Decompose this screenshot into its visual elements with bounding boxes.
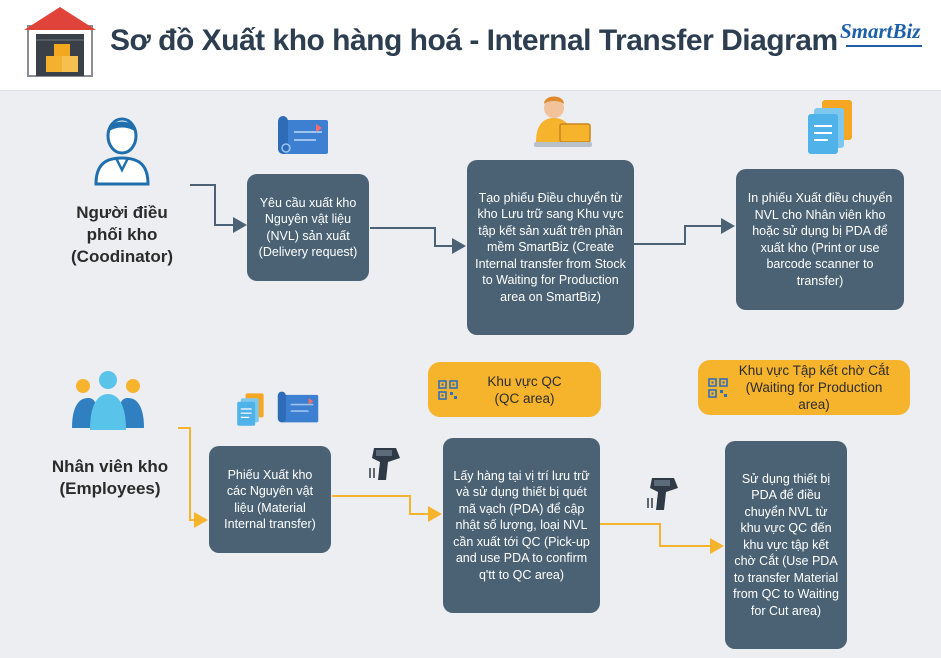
box-material-slip: Phiếu Xuất kho các Nguyên vật liệu (Mate… <box>209 446 331 553</box>
box-move-to-cut: Sử dụng thiết bị PDA để điều chuyển NVL … <box>725 441 847 649</box>
connector-request-to-create <box>370 227 466 254</box>
brand-logo: SmartBiz <box>840 20 930 60</box>
warehouse-icon <box>24 7 96 77</box>
pill-qc-area: Khu vực QC (QC area) <box>428 362 601 417</box>
qr-code-icon <box>708 377 728 398</box>
box-pickup-pda: Lấy hàng tại vị trí lưu trữ và sử dụng t… <box>443 438 600 613</box>
connector-slip-to-pickup <box>332 495 442 522</box>
connector-create-to-print <box>634 218 735 245</box>
box-delivery-request: Yêu cầu xuất kho Nguyên vật liệu (NVL) s… <box>247 174 369 281</box>
pill-qc-area-label: Khu vực QC (QC area) <box>487 373 562 406</box>
pill-waiting-area: Khu vực Tập kết chờ Cắt (Waiting for Pro… <box>698 360 910 415</box>
brand-underline <box>846 45 922 47</box>
document-stack-icon <box>237 393 264 426</box>
page-title: Sơ đồ Xuất kho hàng hoá - Internal Trans… <box>110 24 838 57</box>
header: Sơ đồ Xuất kho hàng hoá - Internal Trans… <box>0 0 941 91</box>
document-stack-icon <box>808 100 852 154</box>
blueprint-icon <box>278 116 328 154</box>
brand-name: SmartBiz <box>840 19 921 43</box>
pill-waiting-area-label: Khu vực Tập kết chờ Cắt (Waiting for Pro… <box>738 363 890 412</box>
staff-laptop-icon <box>534 96 592 147</box>
connector-employees-to-slip <box>178 427 208 528</box>
qr-code-icon <box>438 379 458 400</box>
blueprint-icon <box>277 391 319 423</box>
box-create-internal-transfer: Tạo phiếu Điều chuyển từ kho Lưu trữ san… <box>467 160 634 335</box>
barcode-scanner-icon <box>647 478 678 510</box>
actor-coordinator: Người điều phối kho (Coodinator) <box>71 203 173 266</box>
coordinator-person-icon <box>94 117 150 186</box>
actor-employees: Nhân viên kho (Employees) <box>51 457 169 498</box>
employees-group-icon <box>72 371 144 430</box>
connector-pickup-to-cut <box>600 523 724 554</box>
box-print-transfer: In phiếu Xuất điều chuyển NVL cho Nhân v… <box>736 169 904 310</box>
connector-coordinator-to-request <box>190 184 247 233</box>
barcode-scanner-icon <box>369 448 400 480</box>
